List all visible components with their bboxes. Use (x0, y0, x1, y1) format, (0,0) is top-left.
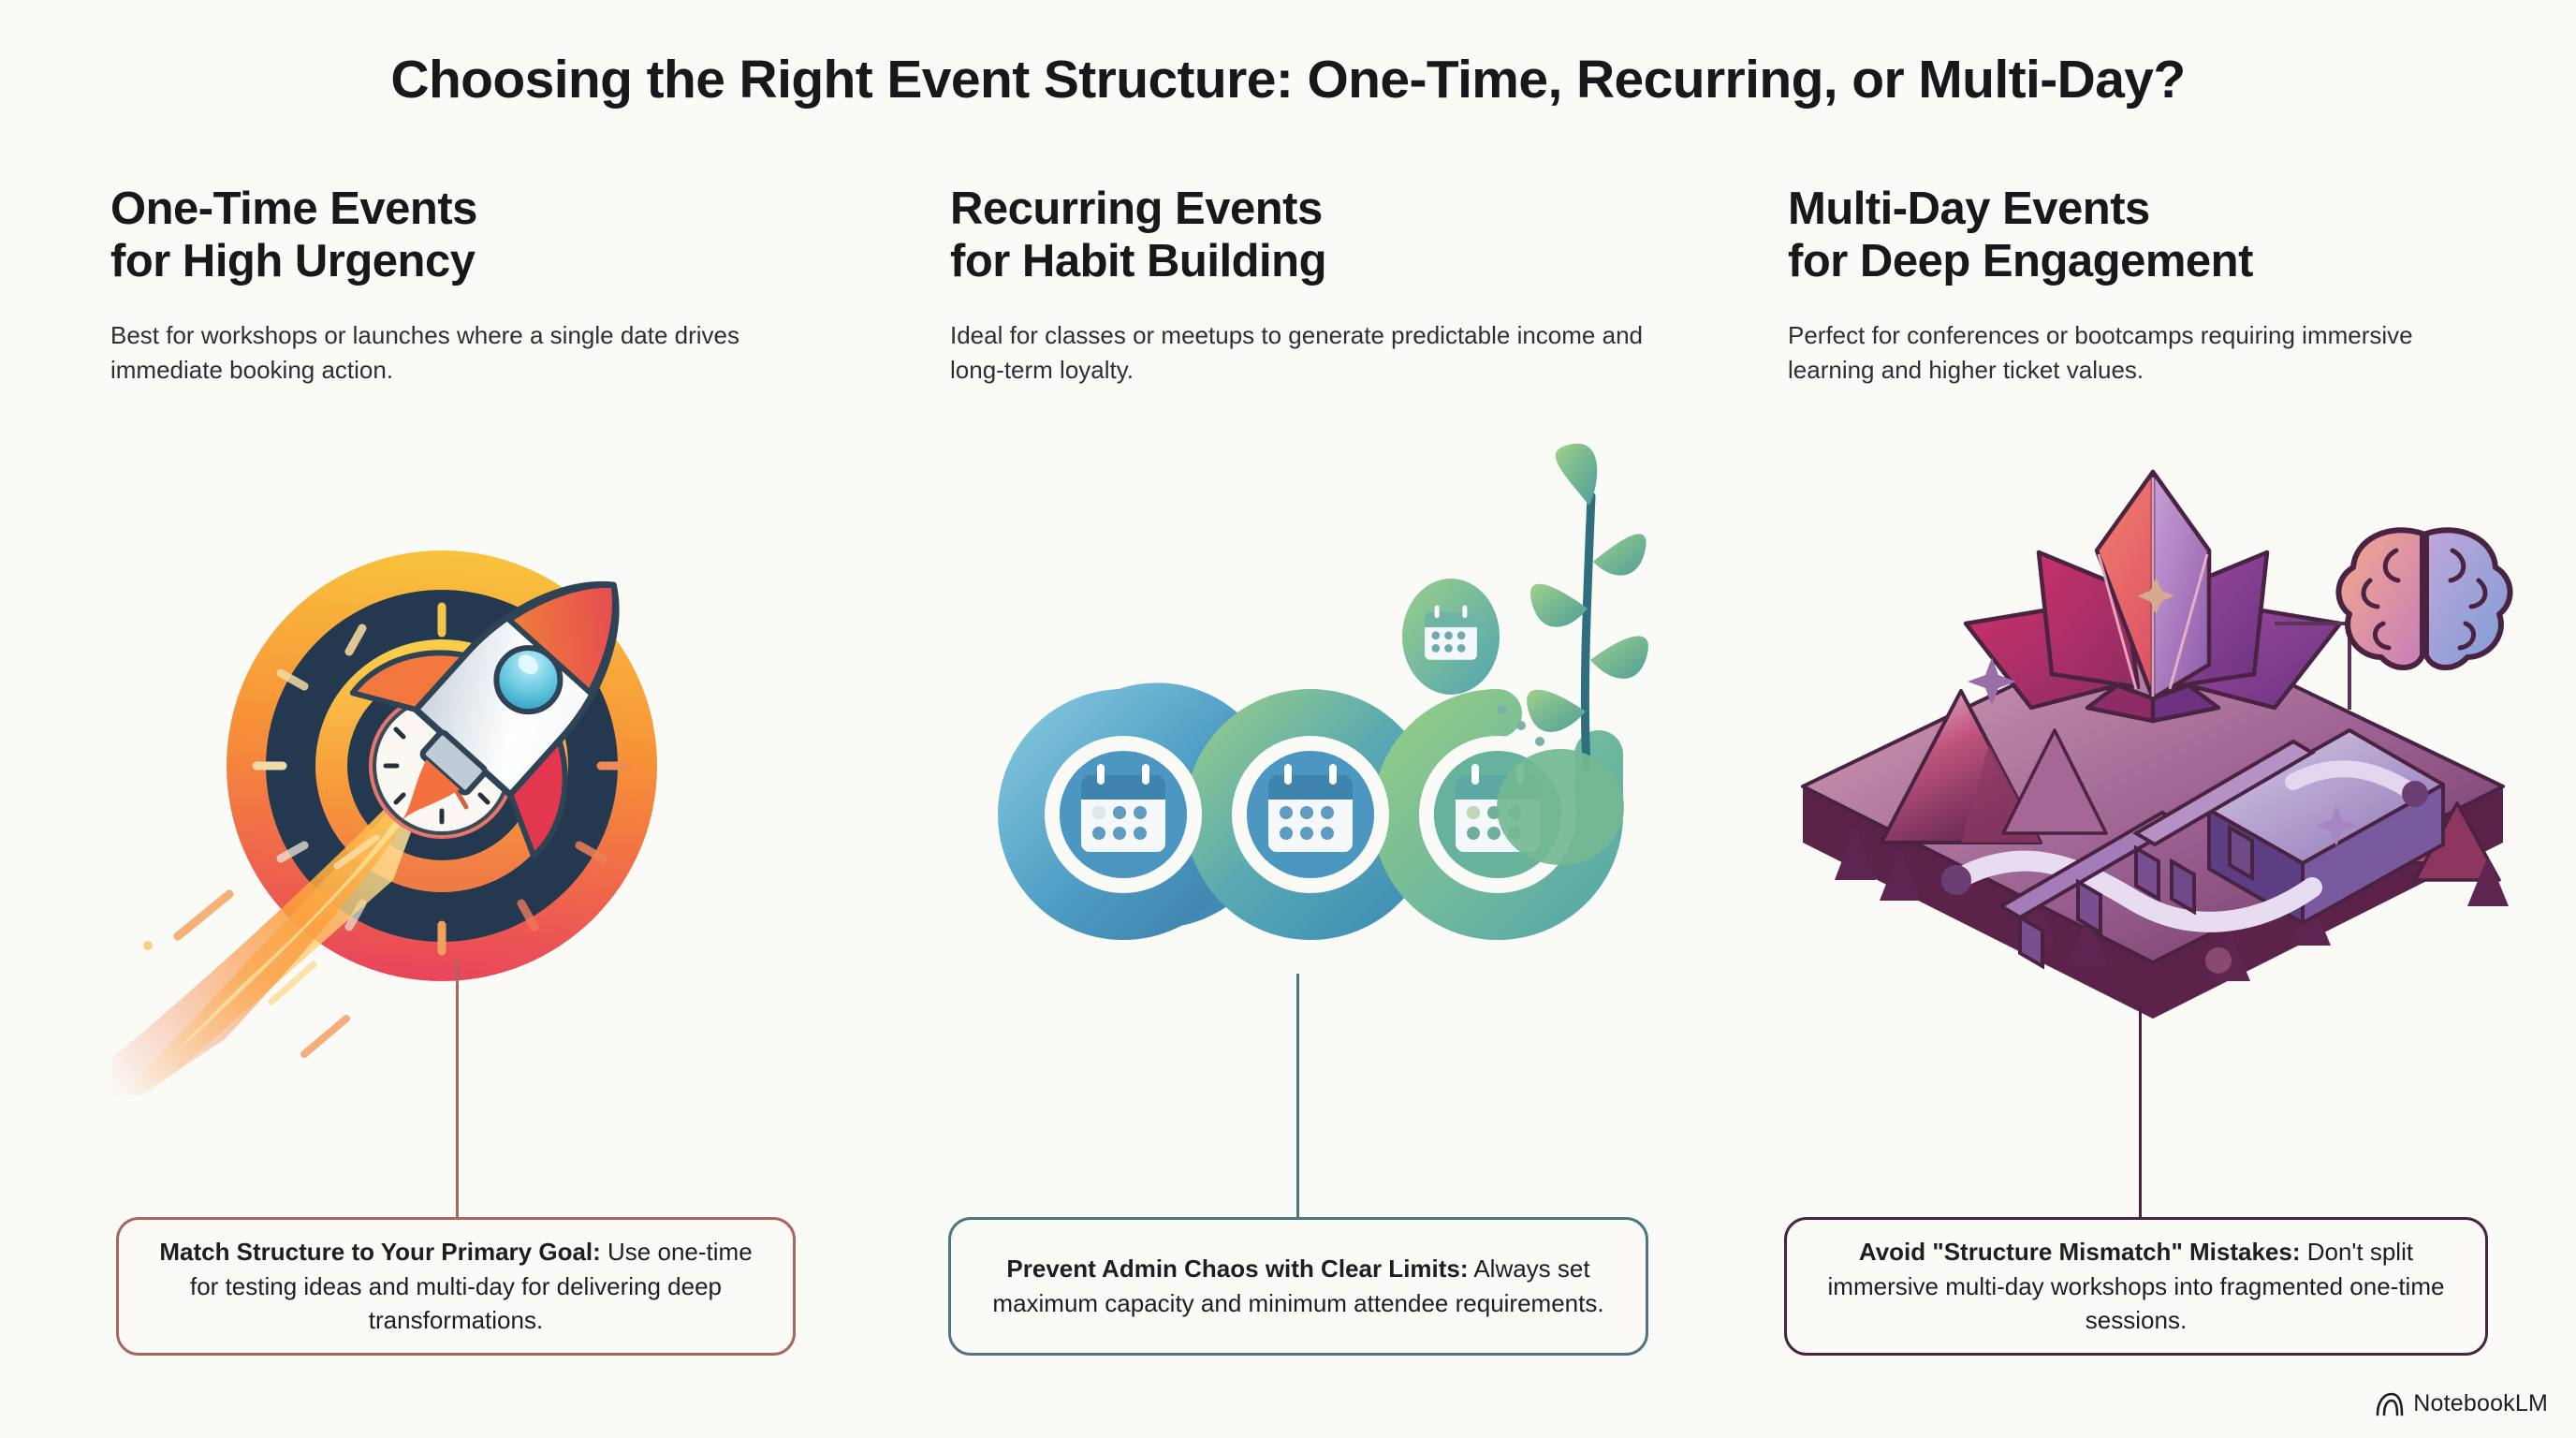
callout-lede: Avoid "Structure Mismatch" Mistakes: (1858, 1237, 2301, 1266)
callout-one-time: Match Structure to Your Primary Goal: Us… (116, 1217, 796, 1356)
notebooklm-arc-icon (2376, 1392, 2404, 1416)
page-title: Choosing the Right Event Structure: One-… (390, 50, 2186, 110)
column-recurring-events: Recurring Events for Habit Building Idea… (950, 183, 1690, 389)
column-heading: Recurring Events for Habit Building (950, 183, 1690, 288)
notebooklm-watermark: NotebookLM (2376, 1390, 2548, 1417)
column-heading: One-Time Events for High Urgency (110, 183, 850, 288)
column-heading-line-1: Recurring Events (950, 183, 1323, 234)
callout-recurring: Prevent Admin Chaos with Clear Limits: A… (948, 1217, 1648, 1356)
calendar-spiral-plant-illustration (941, 440, 1690, 1020)
column-heading: Multi-Day Events for Deep Engagement (1788, 183, 2527, 288)
column-heading-line-2: for Habit Building (950, 235, 1327, 286)
callout-lede: Prevent Admin Chaos with Clear Limits: (1006, 1255, 1469, 1284)
connector-line-multi-day (2139, 1006, 2142, 1217)
notebooklm-label: NotebookLM (2413, 1390, 2548, 1416)
callout-body: Don't split immersive multi-day workshop… (1827, 1237, 2445, 1335)
callout-lede: Match Structure to Your Primary Goal: (159, 1237, 601, 1266)
column-heading-line-2: for Deep Engagement (1788, 235, 2253, 286)
column-description: Perfect for conferences or bootcamps req… (1788, 320, 2413, 385)
callout-multi-day: Avoid "Structure Mismatch" Mistakes: Don… (1784, 1217, 2488, 1356)
rocket-clock-illustration (112, 440, 842, 1095)
column-heading-line-1: Multi-Day Events (1788, 183, 2150, 234)
column-description: Ideal for classes or meetups to generate… (950, 320, 1643, 385)
isometric-mountain-crystal-brain-illustration (1769, 440, 2537, 1039)
callout-body: Always set maximum capacity and minimum … (992, 1255, 1604, 1317)
column-heading-line-2: for High Urgency (110, 235, 476, 286)
column-description: Best for workshops or launches where a s… (110, 320, 740, 385)
column-heading-line-1: One-Time Events (110, 183, 477, 234)
column-one-time-events: One-Time Events for High Urgency Best fo… (110, 183, 850, 389)
connector-line-one-time (456, 960, 459, 1217)
callout-body: Use one-time for testing ideas and multi… (190, 1237, 753, 1335)
column-multi-day-events: Multi-Day Events for Deep Engagement Per… (1788, 183, 2527, 389)
connector-line-recurring (1296, 974, 1299, 1217)
